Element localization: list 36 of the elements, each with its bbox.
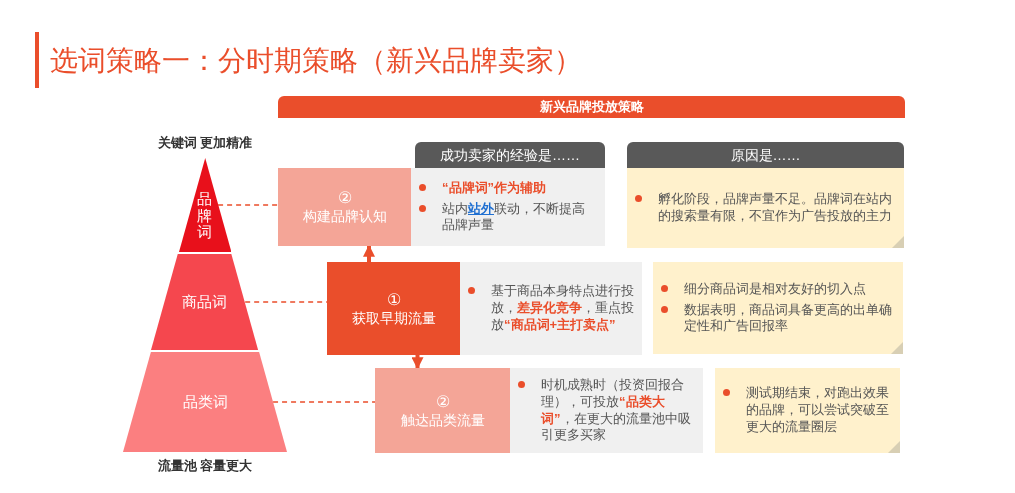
tier-label: 商品词	[182, 291, 228, 312]
dashed-connector	[217, 204, 279, 206]
dashed-connector	[272, 401, 376, 403]
step-box	[327, 262, 460, 355]
text-card	[460, 262, 642, 355]
tier-label: 品类词	[182, 391, 228, 412]
bullet-text: 基于商品本身特点进行投放，差异化竞争，重点投放“商品词+主打卖点”	[490, 283, 634, 334]
step-label: 获取早期流量	[351, 309, 436, 328]
note-card	[653, 262, 903, 354]
step-box	[278, 168, 411, 246]
step-number: ②	[435, 391, 450, 412]
column-tab: 原因是……	[627, 142, 904, 168]
title: 选词策略一：分时期策略（新兴品牌卖家）	[50, 44, 582, 78]
text-card	[411, 168, 605, 246]
text-card	[510, 368, 703, 453]
axis-note: 流量池 容量更大	[156, 457, 254, 475]
bullet-text: “品牌词”作为辅助	[441, 179, 546, 197]
note-card	[715, 368, 900, 453]
bullet-text: 站内站外联动，不断提高品牌声量	[441, 200, 586, 235]
bullet-text: 细分商品词是相对友好的切入点	[683, 280, 866, 298]
bullet-text: 孵化阶段，品牌声量不足。品牌词在站内的搜索量有限，不宜作为广告投放的主力	[657, 191, 893, 225]
column-tab: 成功卖家的经验是……	[415, 142, 605, 168]
step-number: ②	[337, 188, 352, 209]
bullet-text: 数据表明，商品词具备更高的出单确定性和广告回报率	[683, 301, 893, 336]
note-card	[627, 168, 904, 248]
step-box	[375, 368, 510, 453]
bullet-text: 测试期结束，对跑出效果的品牌，可以尝试突破至更大的流量圈层	[745, 385, 890, 436]
arrow	[411, 355, 424, 370]
step-number: ①	[386, 289, 401, 310]
bullet-text: 时机成熟时（投资回报合理），可投放“品类大词”，在更大的流量池中吸引更多买家	[540, 376, 692, 445]
tier-label: 品牌词	[197, 191, 213, 241]
step-label: 构建品牌认知	[302, 208, 387, 226]
axis-note: 关键词 更加精准	[156, 134, 254, 152]
step-label: 触达品类流量	[400, 411, 485, 430]
arrow	[363, 244, 375, 262]
header-bar: 新兴品牌投放策略	[278, 96, 905, 118]
